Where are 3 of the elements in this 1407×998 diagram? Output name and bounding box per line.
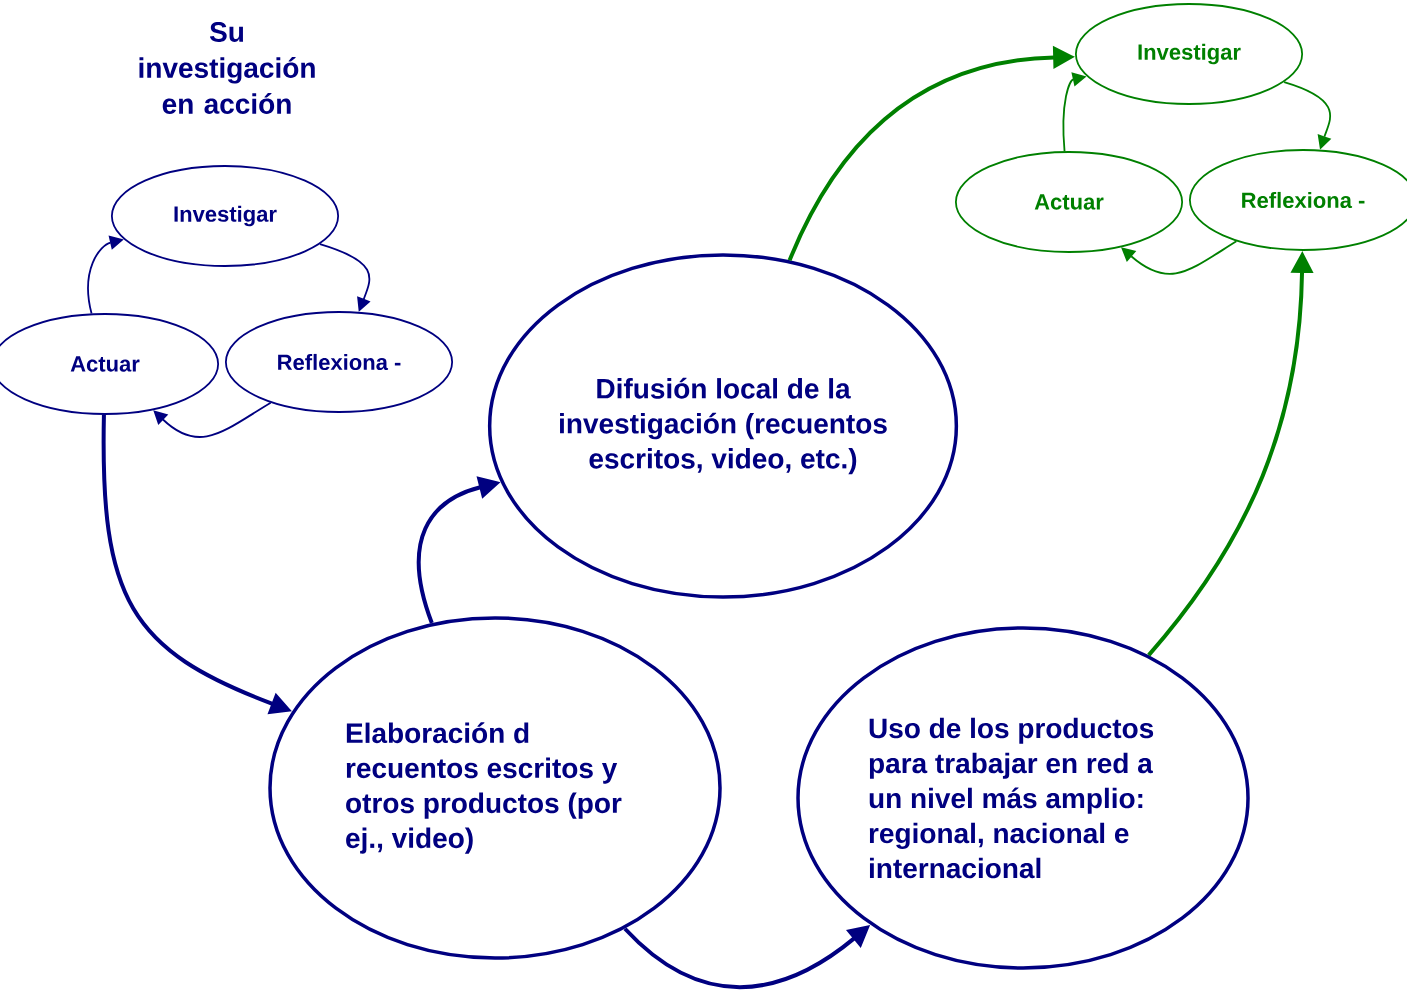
arrow [1121,240,1238,275]
arrow [153,401,272,438]
title: Su investigación en acción [139,22,315,114]
